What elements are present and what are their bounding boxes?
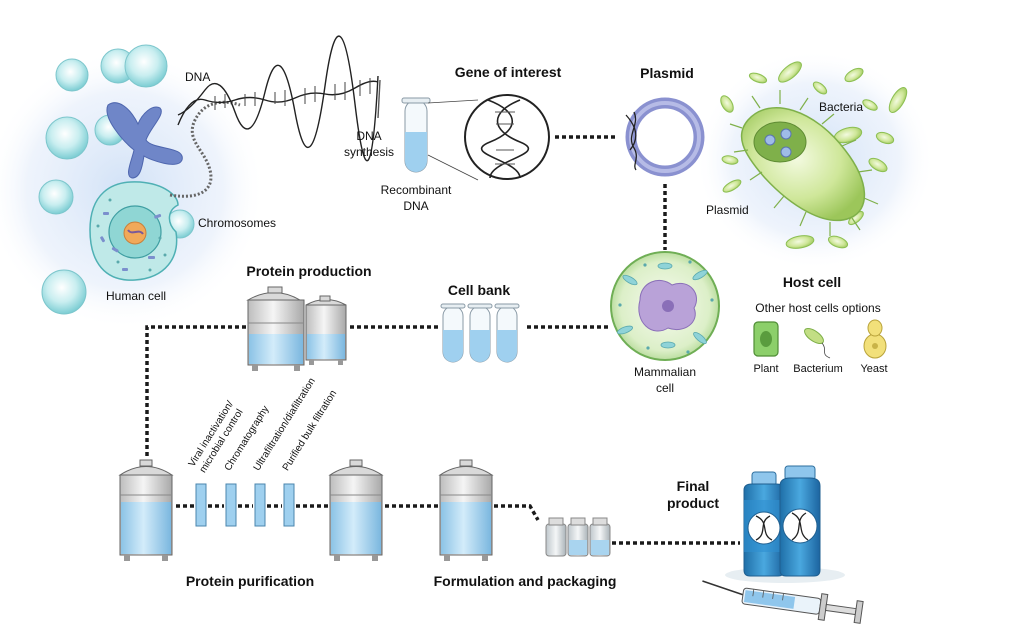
connector-production-purification — [145, 325, 246, 458]
final-product-label-2: product — [666, 495, 720, 511]
mammalian-cell — [610, 251, 720, 361]
purification-tank-1 — [118, 459, 174, 561]
small-vials — [545, 517, 611, 557]
mammalian-cell-label-2: cell — [655, 381, 675, 395]
plasmid-title: Plasmid — [640, 65, 694, 81]
bacteria-group — [720, 61, 908, 249]
dna-helix — [177, 35, 381, 162]
bioreactor-large — [246, 286, 305, 371]
recombinant-dna-label-2: DNA — [403, 199, 429, 213]
dna-synthesis-label-1: DNA — [356, 129, 382, 143]
filter-column-2 — [225, 483, 237, 527]
recombinant-dna-label-1: Recombinant — [380, 183, 452, 197]
bacteria-label: Bacteria — [819, 100, 864, 114]
plant-label: Plant — [753, 363, 779, 375]
gene-of-interest-label: Gene of interest — [454, 64, 562, 80]
cyan-cells — [38, 44, 195, 315]
filter-column-4 — [283, 483, 295, 527]
final-product-vials — [725, 465, 845, 583]
dna-label: DNA — [185, 70, 211, 84]
syringe — [702, 580, 864, 624]
connector-formulation-vials — [494, 504, 540, 521]
formulation-tank — [438, 459, 494, 561]
yeast-icon — [863, 319, 887, 359]
cell-bank-title: Cell bank — [447, 282, 511, 298]
protein-purification-title: Protein purification — [185, 573, 315, 589]
magnifier-line-top — [427, 99, 479, 104]
dna-synthesis-label-2: synthesis — [343, 145, 395, 159]
bioreactor-small — [305, 295, 347, 365]
plant-cell-icon — [753, 321, 779, 357]
gene-of-interest-zoom — [464, 94, 550, 180]
final-product-title: Final product — [658, 478, 728, 512]
final-product-label-1: Final — [676, 478, 710, 494]
main-bacterium — [729, 90, 879, 236]
plasmid-small-label: Plasmid — [706, 203, 749, 217]
yeast-label: Yeast — [860, 363, 888, 375]
human-cell-label: Human cell — [106, 289, 167, 303]
human-cell — [89, 181, 179, 281]
connectors — [145, 135, 740, 545]
filter-column-3 — [254, 483, 266, 527]
chromosomes-label: Chromosomes — [198, 216, 277, 230]
other-host-options-label: Other host cells options — [755, 301, 881, 315]
test-tube — [401, 97, 431, 173]
cell-bank-tubes — [440, 303, 520, 363]
purification-tank-2 — [328, 459, 384, 561]
bacterium-label: Bacterium — [793, 363, 843, 375]
host-cell-title: Host cell — [782, 274, 842, 290]
dna-rungs — [214, 78, 371, 110]
protein-production-title: Protein production — [246, 263, 372, 279]
chromatin-strand — [169, 100, 241, 198]
chromosome — [106, 102, 183, 179]
formulation-packaging-title: Formulation and packaging — [433, 573, 617, 589]
filter-column-1 — [195, 483, 207, 527]
bacterium-icon — [804, 327, 831, 359]
plasmid-ring — [625, 97, 705, 177]
magnifier-line-bottom — [427, 154, 479, 181]
mammalian-cell-label-1: Mammalian — [633, 365, 697, 379]
